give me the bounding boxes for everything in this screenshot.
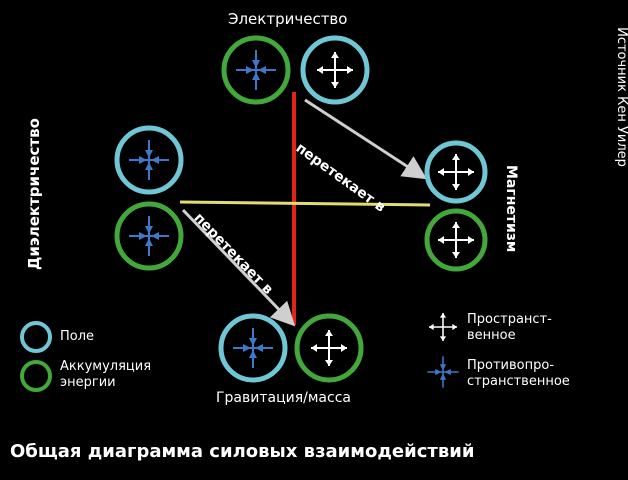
diagram-caption: Общая диаграмма силовых взаимодействий xyxy=(10,441,475,462)
gravitation-label: Гравитация/масса xyxy=(216,390,351,406)
legend-accumulation-ring xyxy=(20,360,52,392)
spatial-icon xyxy=(437,221,475,259)
magnetism-field-ring xyxy=(424,140,488,204)
flow-arrow-dielectricity-to-gravitation xyxy=(181,208,296,327)
legend-field-ring xyxy=(20,321,52,353)
electricity-label: Электричество xyxy=(228,10,348,28)
dielectricity-label: Диэлектричество xyxy=(25,118,43,270)
gravitation-accumulation-ring xyxy=(294,313,364,383)
flow-arrow-electricity-to-magnetism xyxy=(304,98,428,180)
counter-spatial-icon xyxy=(128,215,170,257)
legend-counter-spatial-icon xyxy=(426,355,460,389)
legend-field-label: Поле xyxy=(60,329,95,344)
counter-spatial-icon xyxy=(128,139,170,181)
spatial-icon xyxy=(437,153,475,191)
electricity-accumulation-ring xyxy=(221,35,291,105)
legend-spatial-label-1: Пространст- xyxy=(467,312,552,327)
magnetism-label: Магнетизм xyxy=(503,165,519,253)
dielectricity-accumulation-ring xyxy=(114,201,184,271)
magnetism-accumulation-ring xyxy=(424,208,488,272)
gravitation-field-ring xyxy=(218,313,288,383)
legend-accumulation-label-2: энергии xyxy=(60,375,116,390)
yellow-connector-line xyxy=(179,200,431,207)
legend-counter-spatial-label-2: странственное xyxy=(467,374,570,389)
source-label: Источник Кен Уилер xyxy=(614,27,628,167)
electricity-field-ring xyxy=(300,35,370,105)
counter-spatial-icon xyxy=(235,49,277,91)
legend-spatial-icon xyxy=(428,312,458,342)
spatial-icon xyxy=(310,329,348,367)
legend-spatial-label-2: венное xyxy=(467,328,516,343)
spatial-icon xyxy=(316,51,354,89)
counter-spatial-icon xyxy=(232,327,274,369)
dielectricity-field-ring xyxy=(114,125,184,195)
legend-counter-spatial-label-1: Противопро- xyxy=(467,358,555,373)
legend-accumulation-label-1: Аккумуляция xyxy=(60,359,152,374)
